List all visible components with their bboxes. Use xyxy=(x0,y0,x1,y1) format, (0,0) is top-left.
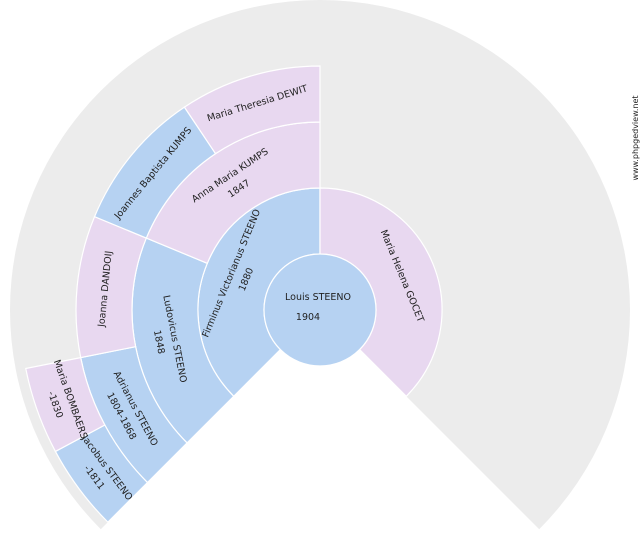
ancestor-ff-years: 1848 xyxy=(151,329,167,355)
ancestor-fmm[interactable]: Maria Theresia DEWIT xyxy=(183,65,321,155)
ancestor-mother[interactable]: Maria Helena GOCET xyxy=(319,187,443,398)
root-person[interactable]: Louis STEENO 1904 xyxy=(263,253,377,367)
root-person-name: Louis STEENO xyxy=(285,292,351,303)
ancestor-fmm-segment[interactable] xyxy=(183,65,321,155)
root-person-years: 1904 xyxy=(296,312,320,323)
ancestor-fffm-segment[interactable] xyxy=(25,356,106,453)
ancestor-ffm[interactable]: Joanna DANDOIJ xyxy=(75,215,148,359)
watermark: www.phpgedview.net xyxy=(631,95,640,180)
ancestor-fffm[interactable]: Maria BOMBAERS-1830 xyxy=(25,356,106,453)
root-person-circle[interactable] xyxy=(263,253,377,367)
